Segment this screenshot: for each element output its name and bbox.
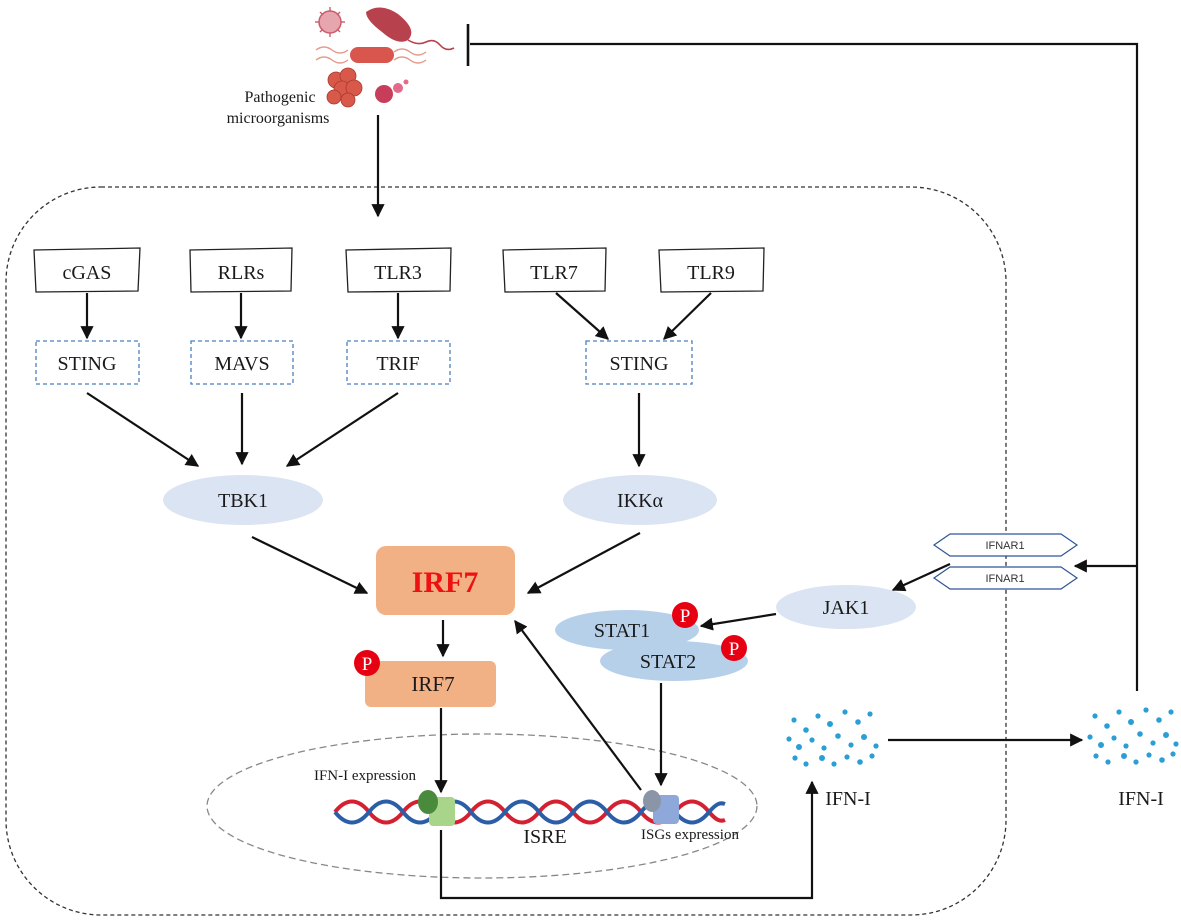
sensor-tlr3: TLR3 xyxy=(345,247,452,293)
arrow-sting-tbk1 xyxy=(86,392,200,467)
adaptor-sting-right: STING xyxy=(585,340,693,385)
svg-text:MAVS: MAVS xyxy=(214,353,269,375)
svg-text:IKKα: IKKα xyxy=(617,490,664,512)
svg-text:RLRs: RLRs xyxy=(218,262,265,284)
sensor-tlr9: TLR9 xyxy=(658,247,765,293)
stat2-label: STAT2 xyxy=(640,651,696,673)
ifnar1-receptor-top: IFNAR1 xyxy=(932,533,1079,557)
svg-text:TLR3: TLR3 xyxy=(374,262,422,284)
irf7-main-box: IRF7 xyxy=(376,546,515,615)
svg-text:JAK1: JAK1 xyxy=(823,597,870,619)
cocci-cluster-icon xyxy=(326,67,363,108)
arrow-trif-tbk1 xyxy=(285,392,399,467)
nucleus-boundary xyxy=(206,733,758,879)
pathogen-label-line1: Pathogenic xyxy=(244,89,315,106)
bacterium-flagellated-icon xyxy=(315,46,427,64)
bacterium-rod-icon xyxy=(366,7,455,51)
spiky-sphere-icon xyxy=(375,79,409,103)
ifn-dots-inner xyxy=(786,709,879,767)
irf7-phospho-box: IRF7 xyxy=(365,661,496,707)
arrow-ifnar-jak1 xyxy=(891,562,951,592)
svg-text:P: P xyxy=(362,654,373,675)
sensor-tlr7: TLR7 xyxy=(502,247,607,293)
ifn-feedback-inhibition xyxy=(466,24,1139,691)
svg-text:IFNAR1: IFNAR1 xyxy=(985,573,1024,585)
ifn-inner-label: IFN-I xyxy=(825,788,871,810)
arrow-tlr7-sting xyxy=(555,292,609,340)
arrow-dna-to-ifn xyxy=(439,780,819,900)
irf7-binding-site xyxy=(418,790,455,826)
phospho-badge-stat1: P xyxy=(672,602,698,628)
phospho-badge-irf7: P xyxy=(354,650,380,676)
svg-text:TBK1: TBK1 xyxy=(218,490,268,512)
svg-text:P: P xyxy=(729,639,740,660)
ifn-expression-label: IFN-I expression xyxy=(314,768,417,784)
svg-text:IFNAR1: IFNAR1 xyxy=(985,540,1024,552)
virus-icon xyxy=(315,7,345,37)
svg-text:TLR9: TLR9 xyxy=(687,262,735,284)
svg-text:cGAS: cGAS xyxy=(63,262,112,284)
arrow-tbk1-irf7 xyxy=(251,536,369,594)
sensor-rlrs: RLRs xyxy=(189,247,293,293)
svg-text:IRF7: IRF7 xyxy=(411,672,454,696)
svg-text:P: P xyxy=(680,606,691,627)
adaptor-sting-left: STING xyxy=(35,340,140,385)
pathogen-label-line2: microorganisms xyxy=(227,110,330,127)
arrow-tlr9-sting xyxy=(663,292,712,340)
irf7-main-label: IRF7 xyxy=(412,566,479,599)
arrow-isg-to-irf7 xyxy=(514,619,642,791)
phospho-badge-stat2: P xyxy=(721,635,747,661)
kinase-tbk1: TBK1 xyxy=(163,475,323,525)
ifn-dots-outer xyxy=(1087,707,1179,765)
arrow-jak1-stat xyxy=(699,612,777,631)
ifn-outer-label: IFN-I xyxy=(1118,788,1164,810)
kinase-jak1: JAK1 xyxy=(776,585,916,629)
isre-label: ISRE xyxy=(523,826,566,848)
svg-text:STING: STING xyxy=(610,353,669,375)
stat1-label: STAT1 xyxy=(594,620,650,642)
svg-text:TLR7: TLR7 xyxy=(530,262,578,284)
svg-text:TRIF: TRIF xyxy=(376,353,419,375)
adaptor-trif: TRIF xyxy=(346,340,451,385)
svg-text:STING: STING xyxy=(58,353,117,375)
kinase-ikka: IKKα xyxy=(563,475,717,525)
arrow-ikka-irf7 xyxy=(526,532,641,594)
stat1-stat2-complex: STAT1 STAT2 xyxy=(555,610,748,681)
stat2-ellipse xyxy=(600,641,748,681)
sensor-cgas: cGAS xyxy=(33,247,141,293)
isre-binding-site xyxy=(643,790,679,824)
ifnar1-receptor-bottom: IFNAR1 xyxy=(932,566,1079,590)
adaptor-mavs: MAVS xyxy=(190,340,294,385)
pathogen-microorganisms-icon xyxy=(315,7,455,108)
isgs-expression-label: ISGs expression xyxy=(641,827,739,843)
stat1-ellipse xyxy=(555,610,699,650)
